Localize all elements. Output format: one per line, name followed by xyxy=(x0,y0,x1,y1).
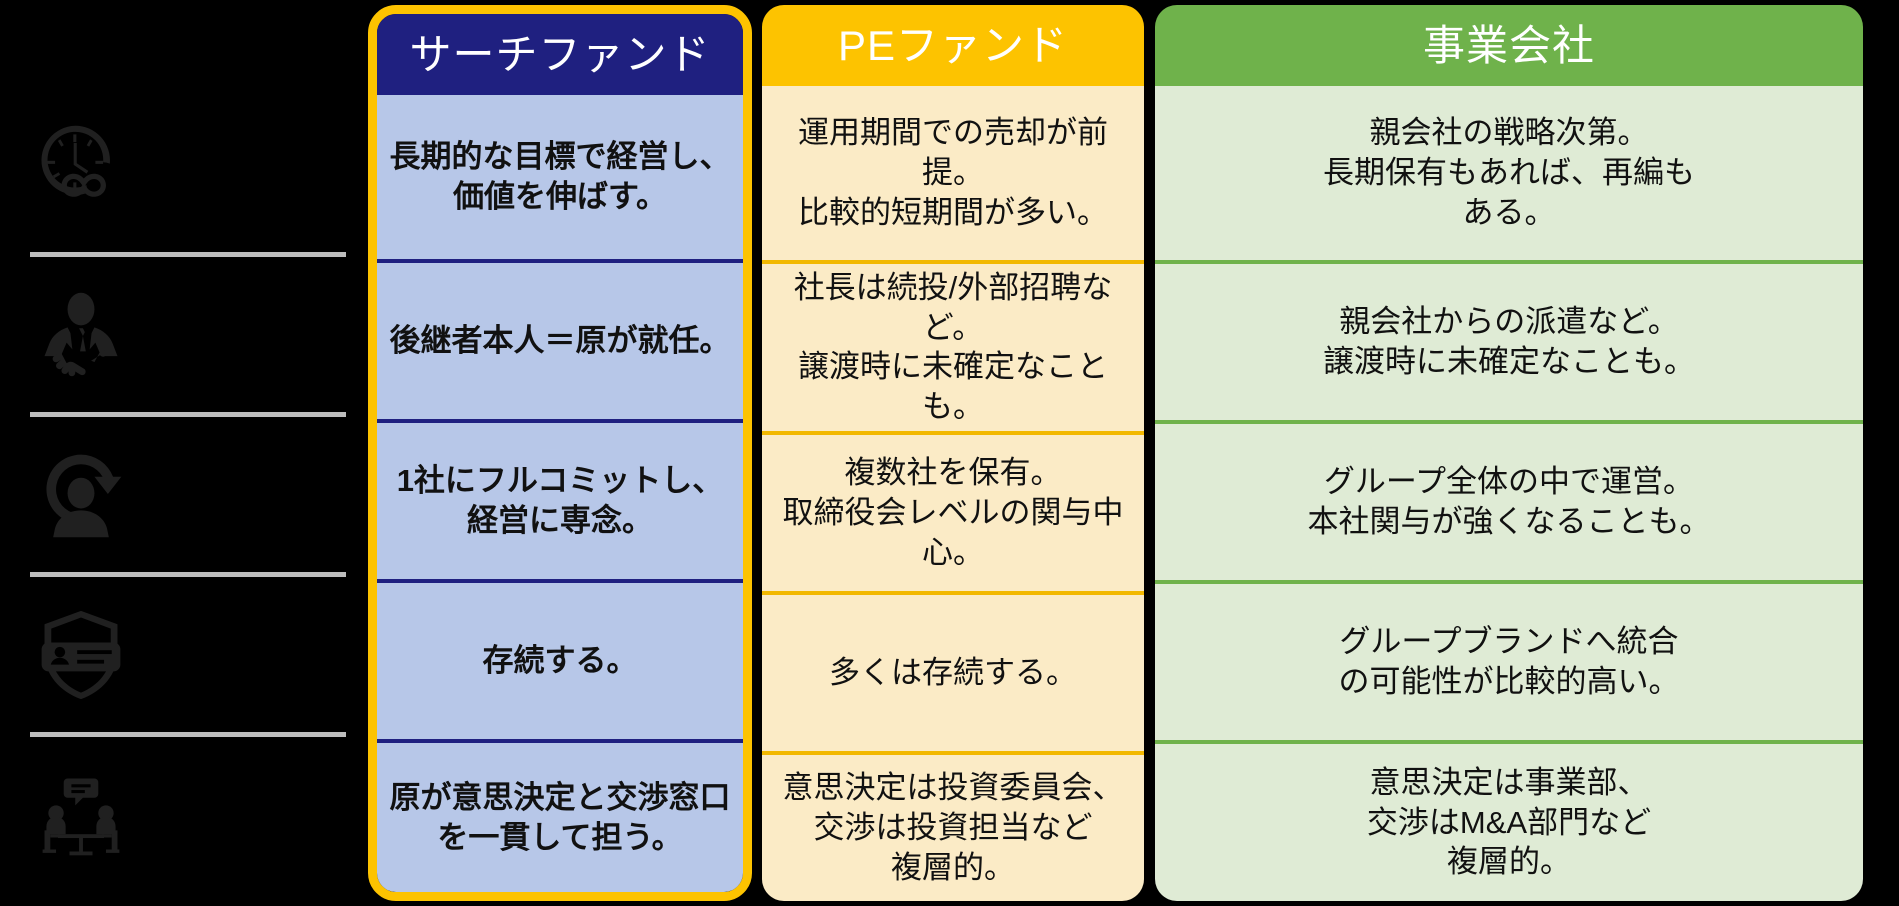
cell-pe-fund-horizon: 運用期間での売却が前提。 比較的短期間が多い。 xyxy=(798,115,1108,230)
cell-pe-fund-negotiation: 意思決定は投資委員会、 交渉は投資担当など 複層的。 xyxy=(762,750,1144,901)
cell-operating-company-leadership: 親会社からの派遣など。 譲渡時に未確定なことも。 xyxy=(1155,260,1863,420)
cell-operating-company-horizon: 親会社の戦略次第。 長期保有もあれば、再編も ある。 xyxy=(1323,115,1695,230)
icon-cell-commitment xyxy=(0,415,362,575)
column-title-operating-company: 事業会社 xyxy=(1155,5,1863,86)
cell-pe-fund-leadership: 社長は続投/外部招聘など。 譲渡時に未確定なことも。 xyxy=(762,260,1144,431)
two-people-negotiation-table-icon xyxy=(33,767,129,863)
icon-cell-brand-identity xyxy=(0,575,362,735)
cell-operating-company-negotiation: 意思決定は事業部、 交渉はM&A部門など 複層的。 xyxy=(1155,740,1863,901)
cell-pe-fund-brand: 多くは存続する。 xyxy=(762,590,1144,751)
column-title-pe-fund: PEファンド xyxy=(762,5,1144,86)
column-operating-company: 事業会社 親会社の戦略次第。 長期保有もあれば、再編も ある。 親会社からの派遣… xyxy=(1155,5,1863,901)
cell-search-fund-commitment: 1社にフルコミットし、 経営に専念。 xyxy=(377,419,743,579)
rail-divider-3 xyxy=(30,572,346,577)
cell-search-fund-leadership: 後継者本人＝原が就任。 xyxy=(377,259,743,419)
column-pe-fund: PEファンド 運用期間での売却が前提。 比較的短期間が多い。 社長は続投/外部招… xyxy=(762,5,1144,901)
icon-rail xyxy=(0,0,362,906)
cell-operating-company-commitment: グループ全体の中で運営。 本社関与が強くなることも。 xyxy=(1155,420,1863,580)
column-body-pe-fund: 運用期間での売却が前提。 比較的短期間が多い。 社長は続投/外部招聘など。 譲渡… xyxy=(762,86,1144,901)
column-search-fund: サーチファンド 長期的な目標で経営し、 価値を伸ばす。 後継者本人＝原が就任。 … xyxy=(368,5,752,901)
column-body-operating-company: 親会社の戦略次第。 長期保有もあれば、再編も ある。 親会社からの派遣など。 譲… xyxy=(1155,86,1863,901)
cell-search-fund-brand: 存続する。 xyxy=(377,579,743,739)
businessman-handshake-icon xyxy=(33,287,129,383)
rail-divider-1 xyxy=(30,252,346,257)
clock-infinity-icon xyxy=(33,120,129,216)
icon-cell-horizon xyxy=(0,88,362,248)
column-body-search-fund: 長期的な目標で経営し、 価値を伸ばす。 後継者本人＝原が就任。 1社にフルコミッ… xyxy=(377,95,743,892)
person-refresh-commit-icon xyxy=(33,447,129,543)
column-title-search-fund: サーチファンド xyxy=(377,14,743,95)
icon-cell-negotiation xyxy=(0,735,362,895)
shield-id-badge-icon xyxy=(33,607,129,703)
cell-operating-company-brand: グループブランドへ統合 の可能性が比較的高い。 xyxy=(1155,580,1863,740)
cell-pe-fund-commitment: 複数社を保有。 取締役会レベルの関与中心。 xyxy=(762,430,1144,591)
rail-divider-4 xyxy=(30,732,346,737)
icon-cell-leadership xyxy=(0,255,362,415)
cell-search-fund-horizon: 長期的な目標で経営し、 価値を伸ばす。 xyxy=(389,139,731,214)
cell-search-fund-negotiation: 原が意思決定と交渉窓口 を一貫して担う。 xyxy=(377,739,743,892)
rail-divider-2 xyxy=(30,412,346,417)
